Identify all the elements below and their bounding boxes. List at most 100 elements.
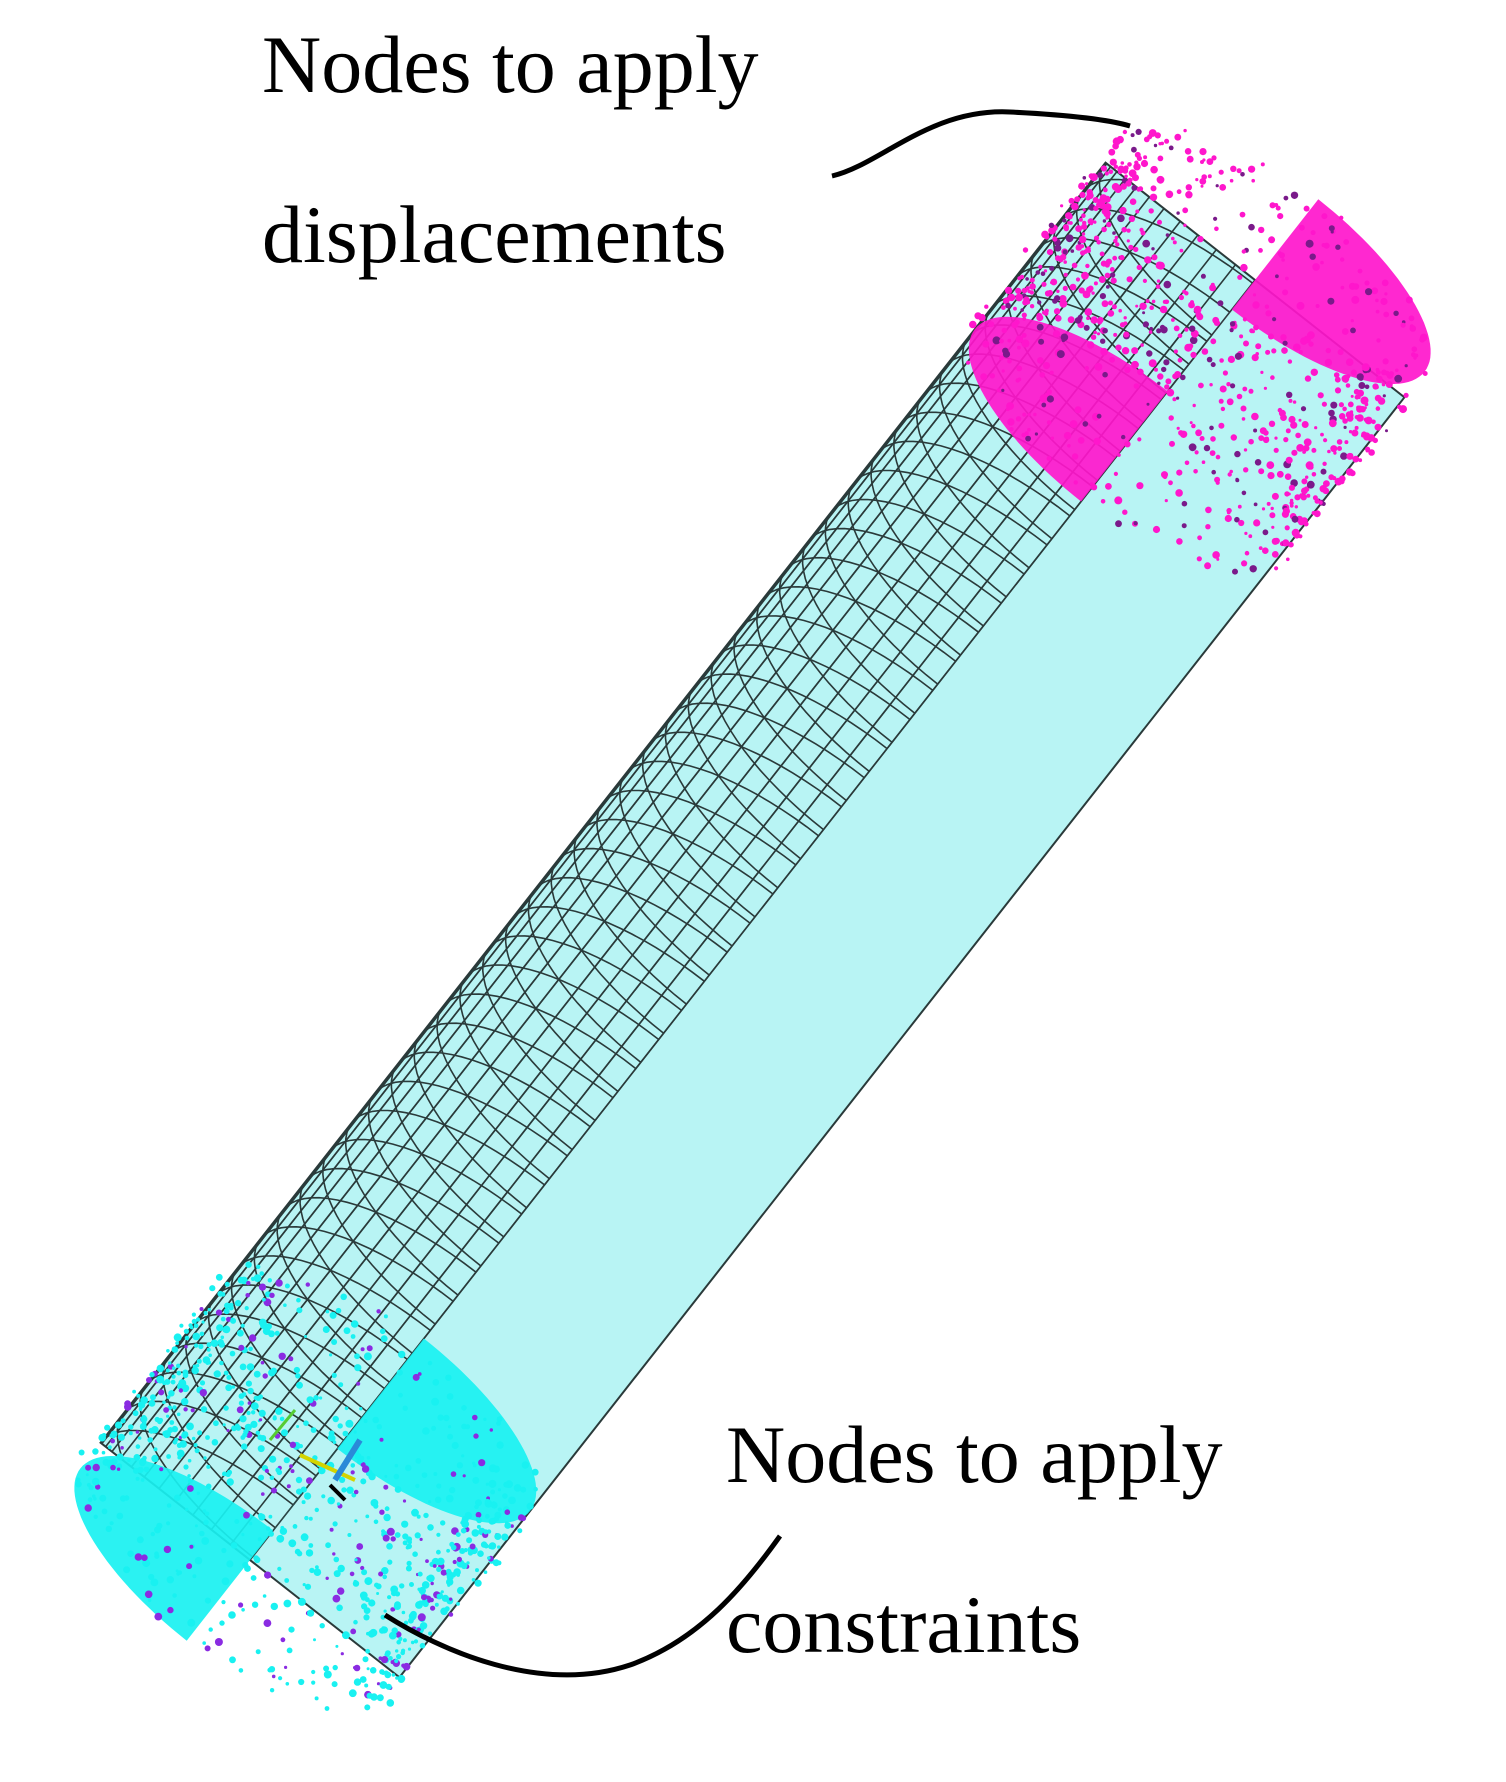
node-dot xyxy=(146,1377,152,1383)
node-dot xyxy=(1139,302,1147,310)
node-dot xyxy=(1136,482,1144,490)
node-dot xyxy=(1298,418,1302,422)
node-dot xyxy=(1025,277,1029,281)
node-dot xyxy=(434,1602,439,1607)
node-dot xyxy=(497,1507,502,1512)
node-dot xyxy=(333,1570,341,1578)
node-dot xyxy=(1074,196,1081,203)
node-dot xyxy=(1181,500,1188,507)
node-dot xyxy=(1075,246,1080,251)
node-dot xyxy=(244,1423,252,1431)
node-dot xyxy=(306,1477,313,1484)
node-dot xyxy=(1041,281,1047,287)
node-dot xyxy=(359,1676,367,1683)
node-dot xyxy=(417,1571,423,1577)
node-dot xyxy=(1193,469,1198,474)
node-dot xyxy=(459,1550,463,1554)
node-dot xyxy=(1234,450,1241,458)
node-dot xyxy=(215,1273,223,1281)
node-dot xyxy=(395,1649,399,1653)
node-dot xyxy=(134,1553,143,1561)
node-dot xyxy=(313,1568,322,1576)
node-dot xyxy=(1111,304,1117,310)
node-dot xyxy=(1079,191,1086,198)
node-dot xyxy=(361,1465,370,1473)
node-dot xyxy=(348,1689,357,1698)
node-dot xyxy=(1197,535,1202,541)
node-dot xyxy=(379,1669,385,1675)
node-dot xyxy=(1184,460,1190,466)
node-dot xyxy=(381,1567,389,1575)
node-dot xyxy=(365,1648,371,1654)
node-dot xyxy=(189,1544,194,1549)
node-dot xyxy=(332,1594,341,1603)
node-dot xyxy=(398,1636,403,1641)
node-dot xyxy=(1219,358,1224,363)
node-dot xyxy=(1218,422,1225,429)
node-dot xyxy=(449,1486,456,1494)
node-dot xyxy=(297,1597,306,1606)
node-dot xyxy=(1229,328,1234,333)
node-dot xyxy=(222,1328,228,1333)
node-dot xyxy=(305,1549,314,1557)
node-dot xyxy=(150,1578,159,1587)
node-dot xyxy=(172,1366,176,1370)
node-dot xyxy=(1177,333,1183,339)
node-dot xyxy=(225,1384,233,1392)
node-dot xyxy=(187,1618,196,1627)
node-dot xyxy=(1158,142,1162,146)
node-dot xyxy=(238,1602,244,1608)
node-dot xyxy=(1081,232,1086,236)
node-dot xyxy=(260,1360,265,1365)
node-dot xyxy=(1046,249,1054,256)
node-dot xyxy=(1244,550,1250,556)
node-dot xyxy=(388,1631,397,1640)
node-dot xyxy=(1022,412,1027,417)
node-dot xyxy=(132,1410,139,1417)
node-dot xyxy=(1251,178,1255,183)
node-dot xyxy=(1238,519,1245,527)
node-dot xyxy=(300,1486,307,1493)
node-dot xyxy=(467,1550,473,1556)
node-dot xyxy=(1175,489,1183,497)
node-dot xyxy=(110,1438,115,1444)
node-dot xyxy=(127,1458,131,1462)
node-dot xyxy=(1220,406,1226,412)
node-dot xyxy=(319,1396,323,1400)
node-dot xyxy=(313,1638,316,1642)
node-dot xyxy=(101,1450,106,1455)
node-dot xyxy=(431,1425,437,1431)
node-dot xyxy=(1400,322,1406,328)
node-dot xyxy=(1382,358,1389,365)
node-dot xyxy=(1049,370,1054,375)
node-dot xyxy=(1017,345,1021,350)
leader-line-displacements xyxy=(831,109,1131,179)
node-dot xyxy=(491,1501,496,1506)
node-dot xyxy=(296,1307,303,1314)
node-dot xyxy=(1090,484,1098,491)
node-dot xyxy=(85,1464,92,1471)
node-dot xyxy=(1288,398,1293,403)
node-dot xyxy=(356,1543,364,1550)
node-dot xyxy=(208,1627,213,1632)
node-dot xyxy=(1272,317,1277,322)
node-dot xyxy=(988,321,995,328)
node-dot xyxy=(289,1441,297,1449)
node-dot xyxy=(1343,425,1347,429)
node-dot xyxy=(184,1345,188,1349)
node-dot xyxy=(472,1476,480,1484)
node-dot xyxy=(331,1681,338,1688)
node-dot xyxy=(1021,332,1027,338)
node-dot xyxy=(350,1628,357,1635)
node-dot xyxy=(1295,432,1301,439)
node-dot xyxy=(503,1483,509,1488)
node-dot xyxy=(199,1389,207,1397)
node-dot xyxy=(433,1472,438,1476)
node-dot xyxy=(503,1536,508,1541)
node-dot xyxy=(1166,388,1175,397)
node-dot xyxy=(278,1352,286,1361)
node-dot xyxy=(1089,221,1094,226)
node-dot xyxy=(1096,332,1101,336)
node-dot xyxy=(427,1360,433,1366)
node-dot xyxy=(1183,223,1187,227)
